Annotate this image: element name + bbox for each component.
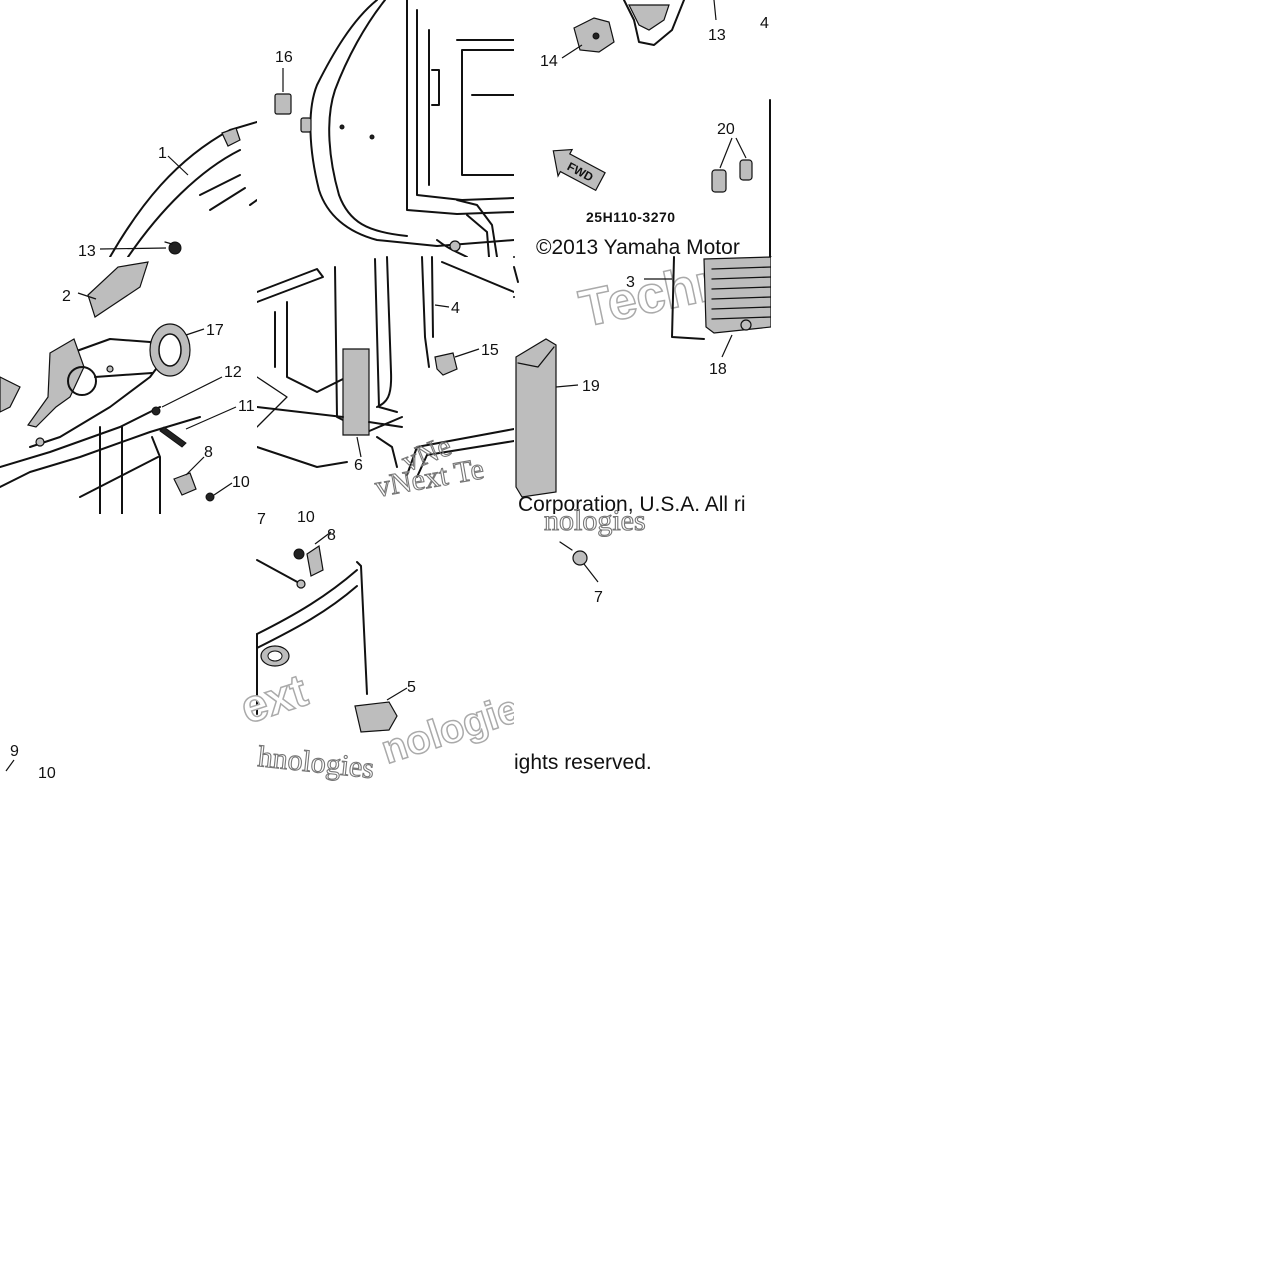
copyright-line-1: ©2013 Yamaha Motor: [536, 236, 740, 259]
tile-blank-e: [1028, 257, 1285, 514]
clip-16-shape: [274, 93, 292, 115]
tile-blank-f: [771, 514, 1028, 771]
lower-center-drawing: 7 10 8 5 ext hnologies nologie: [233, 509, 526, 786]
callout-6: 6: [354, 457, 363, 474]
windshield-drawing: 1 13: [78, 121, 257, 257]
watermark-nologies: nologies: [544, 504, 646, 537]
callout-10-left: 10: [232, 474, 250, 491]
callout-5: 5: [407, 679, 416, 696]
bolt-13-shape: [168, 241, 182, 255]
callout-8-center: 8: [327, 527, 336, 544]
clip-20b-shape: [739, 159, 753, 181]
tile-blank-b: [771, 0, 1028, 257]
callout-19: 19: [582, 378, 600, 395]
callout-16: 16: [275, 49, 293, 66]
strap-6-shape: [342, 348, 370, 436]
copyright-line-2: Corporation, U.S.A. All ri: [518, 493, 746, 516]
callout-4-top: 4: [760, 15, 769, 32]
tile-windshield: 1 13: [0, 0, 257, 257]
fairing-top-drawing: 16: [274, 0, 515, 258]
callout-14: 14: [540, 53, 558, 70]
screw-11-shape: [159, 426, 187, 448]
tile-fairing-lower: 6 4 15 vNe vNext Te: [256, 256, 515, 514]
tile-lamp: Techn 3 18 19 Corporation, U.S.A. All ri: [513, 250, 772, 516]
tile-lower-right: nologies 7 ights reserved.: [514, 503, 771, 774]
callout-13-left: 13: [78, 243, 96, 257]
fairing-lower-drawing: 6 4 15 vNe vNext Te: [256, 256, 515, 504]
callout-4-mid: 4: [451, 300, 460, 317]
callout-17: 17: [206, 322, 224, 339]
callout-12: 12: [224, 364, 242, 381]
tile-lower-left: 9 10: [0, 514, 257, 782]
callout-8-left: 8: [204, 444, 213, 461]
screw-7-shape: [572, 550, 588, 566]
knob-5-shape: [354, 701, 398, 733]
part-code: 25H110-3270: [586, 209, 676, 225]
watermark-hnologies: hnologies: [256, 740, 375, 785]
nut-12-shape: [151, 406, 161, 416]
bracket-8-shape: [173, 472, 197, 496]
callout-7: 7: [594, 589, 603, 606]
tile-blank-g: [1028, 514, 1285, 771]
panel-2-shape: [87, 261, 149, 318]
fwd-arrow: FWD: [552, 148, 606, 192]
watermark-nologie: nologie: [376, 687, 525, 773]
left-fairing-drawing: 2 17 12 11 8 10: [0, 261, 255, 515]
lamp-drawing: Techn 3 18 19 Corporation, U.S.A. All ri: [513, 250, 772, 516]
tile-blank-c: [1028, 0, 1285, 257]
callout-9: 9: [10, 743, 19, 760]
callout-20: 20: [717, 121, 735, 138]
callout-18: 18: [709, 361, 727, 378]
callout-7-edge: 7: [257, 511, 266, 528]
tile-lower-center: 7 10 8 5 ext hnologies nologie: [233, 509, 526, 786]
tile-brackets: 14 13 4 20 FWD 25H110-3270 ©2013 Yamaha …: [514, 0, 771, 259]
tile-blank-d: [771, 257, 1028, 514]
callout-11: 11: [238, 398, 255, 415]
callout-1: 1: [158, 145, 167, 162]
callout-3: 3: [626, 274, 635, 291]
brackets-drawing: 14 13 4 20 FWD 25H110-3270 ©2013 Yamaha …: [536, 0, 771, 259]
lower-left-drawing: 9 10: [5, 743, 56, 782]
callout-13-top: 13: [708, 27, 726, 44]
tile-fairing-top: 16: [257, 0, 515, 258]
clip-15-shape: [434, 352, 458, 376]
callout-10-center: 10: [297, 509, 315, 526]
lamp-18-shape: [703, 256, 772, 334]
tile-left-fairing: 2 17 12 11 8 10: [0, 257, 257, 515]
copyright-line-3: ights reserved.: [514, 751, 652, 774]
lower-right-drawing: nologies 7 ights reserved.: [514, 503, 652, 774]
callout-15: 15: [481, 342, 499, 359]
callout-10-bottom: 10: [38, 765, 56, 782]
clip-20a-shape: [711, 169, 727, 193]
callout-2: 2: [62, 288, 71, 305]
pouch-19-shape: [515, 338, 557, 498]
